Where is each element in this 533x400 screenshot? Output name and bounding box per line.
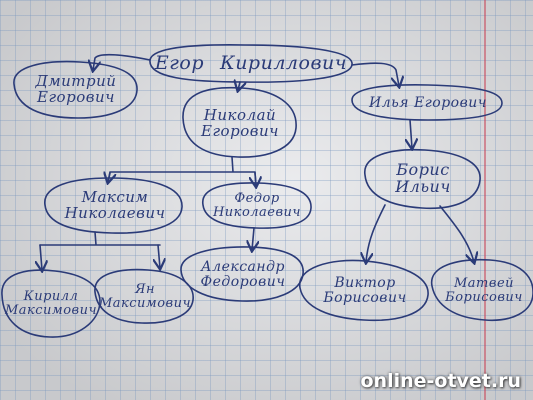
fyodor-patronymic: Николаевич xyxy=(212,205,302,220)
connector-boris-matvey xyxy=(439,205,474,262)
oval-maksim xyxy=(44,177,183,234)
oval-fyodor xyxy=(202,182,312,229)
arrow-maksim xyxy=(108,173,110,182)
ilya-name: Илья Егорович xyxy=(369,94,487,111)
node-yan: Ян Максимович xyxy=(98,272,192,322)
node-nikolay: Николай Егорович xyxy=(186,94,294,154)
node-matvey: Матвей Борисович xyxy=(436,264,532,318)
oval-matvey xyxy=(430,258,533,322)
nikolay-name: Николай xyxy=(203,106,277,125)
node-aleksandr: Александр Федорович xyxy=(184,250,302,300)
oval-viktor xyxy=(299,259,429,322)
connector-ilya-boris xyxy=(410,119,412,148)
viktor-name: Виктор xyxy=(334,275,396,292)
node-root: Егор Кириллович xyxy=(152,46,350,82)
viktor-patronymic: Борисович xyxy=(323,290,407,306)
nikolay-patronymic: Егорович xyxy=(201,122,279,140)
connector-root-ilya xyxy=(351,62,399,86)
oval-root xyxy=(149,44,353,83)
dmitry-patronymic: Егорович xyxy=(37,88,115,106)
matvey-patronymic: Борисович xyxy=(445,290,523,305)
connector-maksim-children xyxy=(39,231,161,246)
matvey-name: Матвей xyxy=(453,276,515,292)
oval-yan xyxy=(94,268,194,324)
arrow-fyodor xyxy=(255,172,256,186)
connector-nikolay-children xyxy=(107,156,257,187)
node-dmitry: Дмитрий Егорович xyxy=(16,64,136,116)
oval-dmitry xyxy=(13,60,138,119)
arrow-aleksandr xyxy=(252,227,254,250)
root-first-name: Егор xyxy=(154,52,204,75)
watermark: online-otvet.ru xyxy=(360,370,521,392)
root-patronymic: Кириллович xyxy=(219,52,348,75)
fyodor-name: Федор xyxy=(234,191,280,207)
node-fyodor: Федор Николаевич xyxy=(205,185,309,227)
node-ilya: Илья Егорович xyxy=(356,88,500,118)
arrow-kirill xyxy=(40,244,42,270)
oval-kirill xyxy=(1,269,101,338)
margin-line xyxy=(484,0,486,400)
boris-name: Борис xyxy=(396,160,450,180)
boris-patronymic: Ильич xyxy=(395,177,451,196)
oval-boris xyxy=(364,148,481,210)
kirill-name: Кирилл xyxy=(23,289,79,305)
maksim-patronymic: Николаевич xyxy=(64,204,166,222)
maksim-name: Максим xyxy=(81,188,149,207)
aleksandr-patronymic: Федорович xyxy=(200,274,286,290)
connector-root-nikolay xyxy=(238,82,240,90)
oval-nikolay xyxy=(182,86,297,158)
yan-name: Ян xyxy=(134,282,156,298)
arrow-yan xyxy=(158,244,160,268)
oval-aleksandr xyxy=(180,246,304,302)
node-boris: Борис Ильич xyxy=(368,152,478,206)
node-viktor: Виктор Борисович xyxy=(304,264,426,318)
node-kirill: Кирилл Максимович xyxy=(4,274,98,334)
dmitry-name: Дмитрий xyxy=(35,72,117,91)
connector-root-dmitry xyxy=(93,53,151,70)
aleksandr-name: Александр xyxy=(201,259,285,276)
yan-patronymic: Максимович xyxy=(98,296,192,311)
kirill-patronymic: Максимович xyxy=(4,303,98,318)
connector-boris-viktor xyxy=(366,204,386,262)
node-maksim: Максим Николаевич xyxy=(50,180,180,232)
